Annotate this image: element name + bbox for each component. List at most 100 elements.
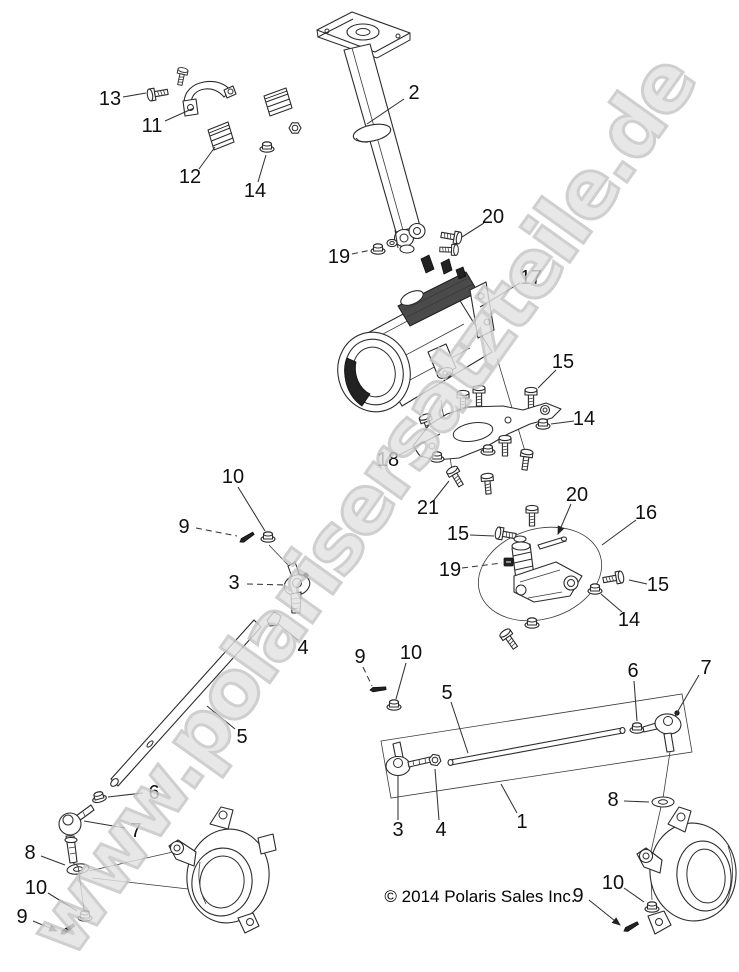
mount-bracket-group <box>412 384 562 496</box>
leader-line <box>257 154 267 183</box>
leader-line <box>623 800 650 803</box>
part-number-label: 10 <box>25 877 47 899</box>
bushing-12 <box>207 121 235 151</box>
right-knuckle <box>636 806 737 935</box>
leader-line <box>588 899 621 926</box>
long-tie-rod-5 <box>110 619 262 787</box>
part-number-label: 9 <box>178 516 189 538</box>
leader-line <box>47 892 78 912</box>
kit-outline-1 <box>380 693 693 799</box>
leader-line <box>351 249 372 255</box>
bolt-21 <box>444 464 467 490</box>
leader-line <box>366 98 405 125</box>
part-number-label: 9 <box>354 646 365 668</box>
leader-line <box>623 887 645 903</box>
leader-line <box>237 486 266 532</box>
part-number-label: 12 <box>179 166 201 188</box>
part-number-label: 9 <box>16 906 27 928</box>
tie-rod-end-7 <box>642 710 682 753</box>
leader-line <box>398 433 441 456</box>
cotter-pin-9 <box>59 922 76 937</box>
leader-line <box>479 282 521 308</box>
part-number-label: 10 <box>602 872 624 894</box>
castle-nut-10 <box>260 531 276 543</box>
leader-line <box>469 534 495 537</box>
part-number-label: 10 <box>400 642 422 664</box>
leader-line <box>601 519 637 546</box>
eps-motor-unit <box>337 254 528 471</box>
jam-nut-4 <box>427 753 443 767</box>
steering-column <box>316 11 426 254</box>
part-number-label: 4 <box>297 637 308 659</box>
part-number-label: 18 <box>377 449 399 471</box>
flange-nut-19 <box>370 243 386 255</box>
washer-19 <box>386 238 398 248</box>
nut-14 <box>535 418 551 430</box>
assembly-axis <box>72 862 85 911</box>
leader-line <box>674 674 700 717</box>
clip-19 <box>503 557 514 567</box>
leader-line <box>600 593 623 613</box>
tie-rod-kit-box <box>369 685 693 901</box>
cotter-pin-9 <box>238 531 256 545</box>
tie-rod-end-3 <box>283 561 311 614</box>
column-clamp-hardware <box>145 66 302 153</box>
castle-nut-10 <box>644 901 660 913</box>
leader-line <box>550 420 575 425</box>
part-number-label: 5 <box>236 726 247 748</box>
part-number-label: 21 <box>417 497 439 519</box>
jam-nut-4 <box>266 611 282 627</box>
leader-line <box>246 583 287 586</box>
tie-rod-5 <box>447 726 626 767</box>
leader-line <box>450 701 469 754</box>
leader-line <box>206 705 236 730</box>
bolt-15 <box>480 472 496 496</box>
bolt-13b <box>174 66 189 87</box>
nut-6 <box>90 789 108 805</box>
bolt-15 <box>601 570 626 587</box>
pitman-arm-16 <box>511 535 583 603</box>
part-number-label: 15 <box>447 523 469 545</box>
motor-gearbox-top <box>397 254 479 327</box>
pin-20 <box>537 536 568 550</box>
part-number-label: 1 <box>516 811 527 833</box>
leader-line <box>40 855 66 866</box>
leader-line <box>362 666 373 687</box>
part-number-label: 15 <box>647 574 669 596</box>
castle-nut-10 <box>386 699 402 711</box>
clamp-11 <box>182 80 237 117</box>
part-number-label: 6 <box>148 782 159 804</box>
nut-14a <box>259 141 275 153</box>
part-number-label: 15 <box>552 351 574 373</box>
bolt-20b <box>439 243 460 256</box>
part-number-label: 3 <box>392 819 403 841</box>
part-number-label: 20 <box>482 206 504 228</box>
part-number-label: 14 <box>244 180 266 202</box>
part-number-label: 16 <box>635 502 657 524</box>
leader-line <box>461 562 503 569</box>
bolt-15 <box>493 526 518 543</box>
leader-line <box>122 92 147 98</box>
part-number-label: 17 <box>520 267 542 289</box>
labels-layer: 1311121421920171514182110934201615191514… <box>16 82 712 932</box>
part-number-label: 3 <box>228 572 239 594</box>
washer-8 <box>65 861 91 877</box>
leader-line <box>461 222 485 238</box>
bolt <box>498 626 521 652</box>
part-number-label: 19 <box>328 246 350 268</box>
yoke-hardware <box>370 228 464 256</box>
part-number-label: 7 <box>700 657 711 679</box>
leader-line <box>557 503 572 535</box>
leader-line <box>198 146 216 170</box>
nut-14b <box>288 122 302 134</box>
left-knuckle <box>168 806 277 934</box>
bolt-15 <box>525 504 539 527</box>
bracket-18 <box>412 402 562 461</box>
part-number-label: 10 <box>222 466 244 488</box>
part-number-label: 14 <box>573 408 595 430</box>
bolt-20a <box>439 228 464 245</box>
bolt-15 <box>498 434 512 457</box>
flange-nut <box>524 617 540 629</box>
tie-rod-end-7 <box>58 804 95 864</box>
